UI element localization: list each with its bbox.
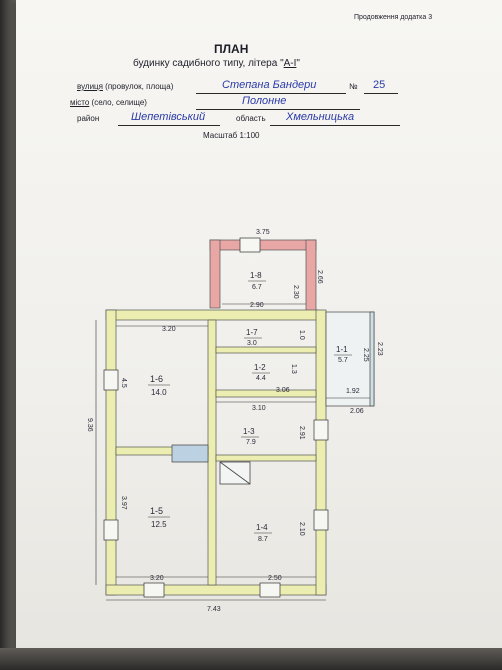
porch-room-1-1	[325, 311, 375, 407]
room-1-2-area: 4.4	[256, 375, 266, 382]
dim-porch-b: 2.23	[376, 342, 383, 356]
wall-main-top	[105, 309, 319, 321]
street-label: вулиця (провулок, площа)	[77, 82, 173, 91]
room-1-2-id: 1-2	[254, 363, 266, 372]
building-letter: А-I	[283, 58, 297, 69]
dim-left-height: 4.5	[120, 378, 127, 388]
window-left-2	[103, 519, 119, 541]
appendix-note: Продовження додатка 3	[354, 14, 433, 21]
wall-main-bottom	[105, 584, 327, 596]
wall-fills	[105, 239, 375, 596]
room-1-5-area: 12.5	[151, 520, 167, 529]
city-label: місто (село, селище)	[70, 98, 147, 107]
dim-total-width: 7.43	[207, 606, 221, 613]
wall-1-8-left	[209, 239, 221, 309]
wall-partition-3	[215, 454, 317, 462]
room-1-3-area: 7.9	[246, 439, 256, 446]
room-1-1-area: 5.7	[338, 357, 348, 364]
dim-mid-height: 2.91	[298, 426, 305, 440]
subtitle-prefix: будинку садибного типу, літера "	[133, 58, 284, 69]
street-underline	[196, 93, 346, 94]
dim-upper-right-outer: 2.66	[316, 270, 323, 284]
street-label-rest: (провулок, площа)	[102, 82, 174, 91]
wall-1-8-top	[209, 239, 317, 251]
wall-main-right	[315, 309, 327, 596]
dim-lower-right-height: 2.10	[298, 522, 305, 536]
district-value: Шепетівський	[131, 111, 206, 123]
region-value: Хмельницька	[286, 111, 355, 123]
number-label: №	[349, 82, 358, 91]
wall-main-left	[105, 309, 117, 596]
city-label-main: місто	[70, 98, 90, 107]
city-underline	[196, 109, 360, 110]
window-bottom-1	[143, 582, 165, 598]
room-1-4-area: 8.7	[258, 536, 268, 543]
dim-small-a: 1.0	[298, 330, 305, 340]
window-marks	[103, 237, 329, 598]
dim-corridor-width: 3.06	[276, 387, 290, 394]
dim-bottom-left-width: 3.20	[150, 575, 164, 582]
scale-label: Масштаб 1:100	[203, 131, 260, 140]
wall-partition-2	[215, 389, 317, 398]
porch-right-wall	[369, 311, 375, 407]
dim-left-room-width: 3.20	[162, 326, 176, 333]
wall-1-8-right	[305, 239, 317, 313]
dim-bottom-right-width: 2.50	[268, 575, 282, 582]
house-number: 25	[373, 79, 386, 91]
room-1-7-id: 1-7	[246, 328, 258, 337]
room-1-8-area: 6.7	[252, 284, 262, 291]
district-underline	[118, 125, 220, 126]
room-1-1-id: 1-1	[336, 345, 348, 354]
dim-total-height: 9.36	[86, 418, 93, 432]
region-label: область	[236, 114, 266, 123]
dim-room-mid-width: 2.90	[250, 302, 264, 309]
street-value: Степана Бандери	[222, 79, 317, 91]
dim-porch-a: 2.25	[362, 348, 369, 362]
dim-small-b: 1.3	[290, 364, 297, 374]
dimension-labels: 3.75 2.90 2.30 2.66 3.20 4.5 9.36 2.25 2…	[86, 229, 383, 613]
district-label: район	[77, 114, 100, 123]
dim-porch-d: 2.06	[350, 408, 364, 415]
subtitle-suffix: "	[296, 58, 300, 69]
window-bottom-2	[259, 582, 281, 598]
window-top-1-8	[239, 237, 261, 253]
document-subtitle: будинку садибного типу, літера "А-I"	[133, 58, 300, 69]
room-1-6-id: 1-6	[150, 374, 163, 384]
stove-diagonal	[219, 461, 251, 485]
room-1-4-id: 1-4	[256, 523, 268, 532]
room-1-5-id: 1-5	[150, 506, 163, 516]
dim-porch-c: 1.92	[346, 388, 360, 395]
room-1-8-id: 1-8	[250, 271, 262, 280]
dim-lower-left-height: 3.97	[120, 496, 127, 510]
stair-element	[171, 444, 209, 463]
dimension-lines	[95, 303, 370, 601]
room-1-3-id: 1-3	[243, 427, 255, 436]
room-1-6-area: 14.0	[151, 388, 167, 397]
window-right-1	[313, 419, 329, 441]
street-label-main: вулиця	[77, 82, 103, 91]
background-bottom	[0, 648, 502, 670]
city-value: Полонне	[242, 95, 287, 107]
room-1-7-area: 3.0	[247, 340, 257, 347]
dim-upper-right-height: 2.30	[292, 285, 299, 299]
number-underline	[364, 93, 398, 94]
window-right-2	[313, 509, 329, 531]
dim-mid-width: 3.10	[252, 405, 266, 412]
window-left-1	[103, 369, 119, 391]
document-title: ПЛАН	[214, 42, 249, 56]
wall-partition-vertical	[207, 319, 217, 586]
wall-partition-1	[215, 346, 317, 354]
dim-top-width: 3.75	[256, 229, 270, 236]
region-underline	[270, 125, 400, 126]
room-labels: 1-8 6.7 1-7 3.0 1-2 4.4 1-1 5.7 1-6 14.0…	[148, 271, 352, 543]
city-label-rest: (село, селище)	[89, 98, 147, 107]
